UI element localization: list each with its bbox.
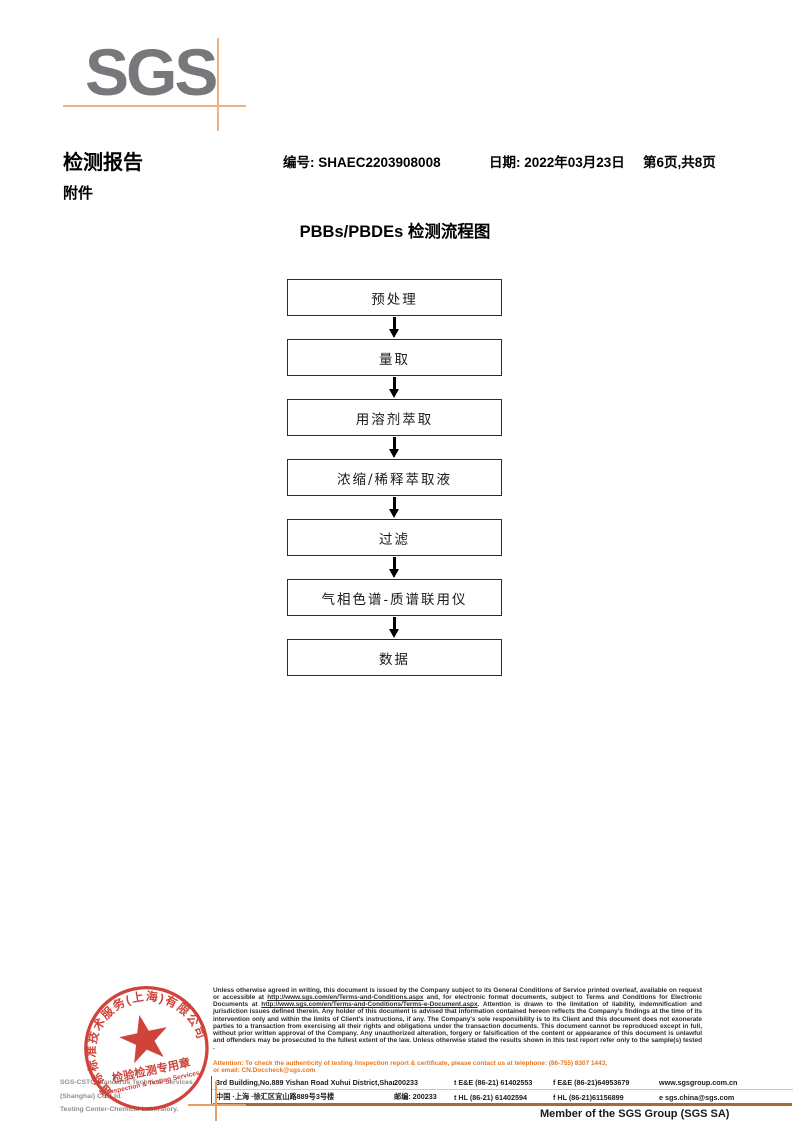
phone-ee: t E&E (86-21) 61402553: [454, 1078, 533, 1087]
flow-step-label: 浓缩/稀释萃取液: [336, 471, 453, 488]
website-url: www.sgsgroup.com.cn: [659, 1078, 738, 1087]
sgs-group-member-text: Member of the SGS Group (SGS SA): [540, 1108, 730, 1120]
sgs-logo-text: SGS: [85, 35, 218, 109]
flow-step-filter: 过滤: [287, 519, 502, 556]
flow-step-pretreatment: 预处理: [287, 279, 502, 316]
attention-notice: Attention: To check the authenticity of …: [213, 1060, 702, 1074]
stamp-star-icon: [119, 1014, 167, 1064]
address-cn: 中国 ·上海 ·徐汇区宜山路889号3号楼: [216, 1092, 335, 1101]
terms-e-document-url: http://www.sgs.com/en/Terms-and-Conditio…: [261, 1001, 478, 1009]
down-arrow-icon: [287, 376, 502, 399]
flow-step-label: 气相色谱-质谱联用仪: [321, 591, 468, 608]
attention-line2: or email: CN.Doccheck@sgs.com: [213, 1067, 316, 1075]
fax-hl: f HL (86-21)61156899: [553, 1092, 624, 1102]
address-table: 3rd Building,No.889 Yishan Road Xuhui Di…: [211, 1076, 793, 1104]
flow-step-label: 量取: [379, 351, 410, 368]
down-arrow-icon: [287, 556, 502, 579]
sgs-logo: SGS: [63, 26, 263, 136]
flow-step-label: 预处理: [371, 291, 418, 308]
legal-text: Unless otherwise agreed in writing, this…: [213, 987, 702, 1002]
flow-step-data: 数据: [287, 639, 502, 676]
legal-disclaimer: Unless otherwise agreed in writing, this…: [213, 987, 702, 1051]
flow-step-solvent-extraction: 用溶剂萃取: [287, 399, 502, 436]
report-number: 编号: SHAEC2203908008: [283, 155, 441, 170]
address-row-en: 3rd Building,No.889 Yishan Road Xuhui Di…: [212, 1076, 793, 1090]
down-arrow-icon: [287, 436, 502, 459]
legal-text: . Attention is drawn to the limitation o…: [213, 1001, 702, 1052]
logo-horizontal-line: [63, 105, 246, 107]
lab-company-line1: SGS-CSTC Standards Technical Services (S…: [60, 1079, 193, 1100]
down-arrow-icon: [287, 616, 502, 639]
fax-ee: f E&E (86-21)64953679: [553, 1078, 630, 1087]
registration-mark-vertical: [215, 1081, 217, 1121]
flowchart-title: PBBs/PBDEs 检测流程图: [299, 223, 491, 241]
flow-step-measure: 量取: [287, 339, 502, 376]
terms-url: http://www.sgs.com/en/Terms-and-Conditio…: [267, 994, 424, 1002]
email-address: e sgs.china@sgs.com: [659, 1092, 735, 1102]
flow-step-concentrate-dilute: 浓缩/稀释萃取液: [287, 459, 502, 496]
flow-step-gcms: 气相色谱-质谱联用仪: [287, 579, 502, 616]
attachment-label: 附件: [63, 185, 94, 202]
report-date: 日期: 2022年03月23日: [489, 155, 625, 170]
postal-code-cn: 邮编: 200233: [394, 1092, 437, 1101]
address-row-cn: 中国 ·上海 ·徐汇区宜山路889号3号楼 邮编: 200233 t HL (8…: [212, 1090, 793, 1104]
address-en: 3rd Building,No.889 Yishan Road Xuhui Di…: [216, 1078, 394, 1087]
lab-company-line2: Testing Center-Chemical Laboratory.: [60, 1106, 179, 1113]
down-arrow-icon: [287, 496, 502, 519]
flow-step-label: 数据: [379, 651, 410, 668]
lab-company-name: SGS-CSTC Standards Technical Services (S…: [60, 1076, 225, 1117]
footer-divider-line: [213, 1103, 792, 1106]
attention-line1: Attention: To check the authenticity of …: [213, 1060, 608, 1067]
flow-step-label: 用溶剂萃取: [355, 411, 434, 428]
postal-code-en: 200233: [394, 1078, 418, 1087]
inspection-stamp-seal: 通标标准技术服务(上海)有限公司 检验检测专用章 Inspection & Te…: [72, 978, 217, 1111]
phone-hl: t HL (86-21) 61402594: [454, 1092, 527, 1102]
flow-step-label: 过滤: [379, 531, 410, 548]
flowchart: 预处理 量取 用溶剂萃取 浓缩/稀释萃取液 过滤 气相色谱-质谱联用仪 数据: [287, 279, 502, 676]
registration-mark-horizontal: [188, 1104, 246, 1106]
legal-text: and, for electronic format documents, su…: [213, 994, 702, 1009]
logo-vertical-line: [217, 38, 219, 131]
report-title: 检测报告: [63, 152, 143, 174]
page-indicator: 第6页,共8页: [643, 155, 716, 170]
down-arrow-icon: [287, 316, 502, 339]
